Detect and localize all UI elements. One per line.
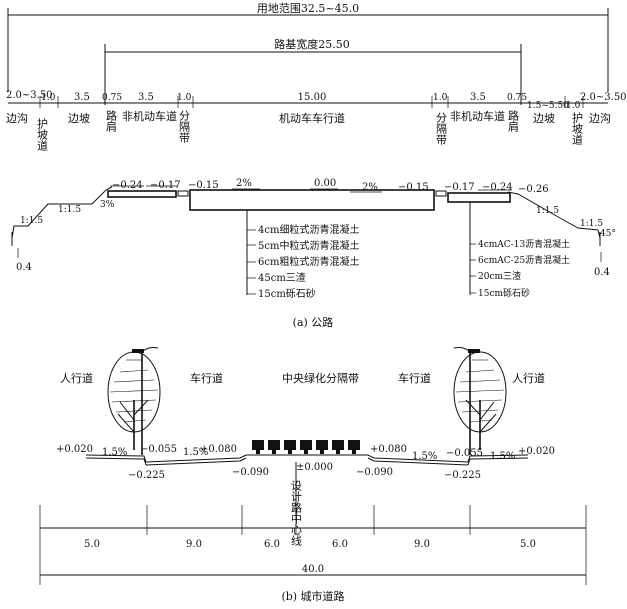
elev-8: −0.26 bbox=[518, 184, 549, 195]
label-divider-right: 分隔带 bbox=[435, 112, 448, 146]
slope-ratio-3: 1:1.5 bbox=[536, 206, 559, 216]
elev-7: −0.24 bbox=[482, 182, 513, 193]
u-elev-7: +0.080 bbox=[370, 444, 407, 455]
zone-sidewalk-left: 人行道 bbox=[60, 371, 93, 385]
pave-left-2: 5cm中粒式沥青混凝土 bbox=[258, 239, 359, 252]
width-berm-right: 1.0 bbox=[566, 101, 581, 111]
u-width-1: 5.0 bbox=[84, 539, 100, 550]
ditch-depth-right: 0.4 bbox=[594, 267, 610, 278]
u-elev-3: +0.080 bbox=[200, 444, 237, 455]
caption-urban: (b) 城市道路 bbox=[281, 589, 344, 603]
urban-profile bbox=[85, 454, 529, 463]
subgrade-width-label: 路基宽度25.50 bbox=[274, 37, 350, 51]
u-elev-6: ±0.000 bbox=[296, 462, 333, 473]
width-ditch-right: 2.0~3.50 bbox=[580, 92, 627, 103]
street-lamp-right bbox=[453, 347, 480, 455]
width-slope-right: 1.5~5.50 bbox=[527, 101, 569, 111]
width-divider-left: 1.0 bbox=[177, 93, 192, 103]
width-ditch-left: 2.0~3.50 bbox=[6, 90, 53, 101]
elev-3: −0.15 bbox=[188, 180, 219, 191]
zone-sidewalk-right: 人行道 bbox=[512, 371, 545, 385]
crossfall-left: 2% bbox=[236, 178, 252, 189]
slope-ratio-2: 1:1.5 bbox=[58, 205, 81, 215]
zone-carriage-left: 车行道 bbox=[190, 371, 223, 385]
label-motor: 机动车车行道 bbox=[279, 111, 345, 125]
street-lamp-left bbox=[132, 347, 159, 455]
ditch-depth-left: 0.4 bbox=[16, 262, 32, 273]
u-elev-2: −0.055 bbox=[140, 444, 177, 455]
width-slope-left: 3.5 bbox=[74, 92, 90, 103]
elev-4: 0.00 bbox=[314, 178, 336, 189]
zone-median: 中央绿化分隔带 bbox=[282, 371, 359, 385]
width-shoulder-right: 0.75 bbox=[507, 93, 527, 103]
highway-profile-left bbox=[11, 186, 113, 239]
u-elev-9: +0.020 bbox=[518, 446, 555, 457]
u-crossfall-4: 1.5% bbox=[490, 451, 515, 462]
label-slope-left: 边坡 bbox=[68, 112, 90, 125]
u-crossfall-2: 1.5% bbox=[183, 447, 208, 458]
median-shrubs bbox=[252, 440, 360, 454]
urban-section: 人行道 车行道 中央绿化分隔带 车行道 人行道 bbox=[39, 347, 587, 603]
u-width-2: 9.0 bbox=[186, 539, 202, 550]
pave-right-4: 15cm砾石砂 bbox=[478, 287, 530, 299]
u-width-4: 6.0 bbox=[332, 539, 348, 550]
tree-right-icon bbox=[453, 351, 507, 450]
angle-45: 45° bbox=[600, 229, 616, 239]
label-nonmotor-right: 非机动车道 bbox=[450, 109, 505, 123]
u-elev-10: −0.090 bbox=[356, 467, 393, 478]
pave-left-3: 6cm粗粒式沥青混凝土 bbox=[258, 255, 359, 268]
u-elev-1: +0.020 bbox=[56, 444, 93, 455]
elev-6: −0.17 bbox=[444, 182, 475, 193]
label-berm-right: 护坡道 bbox=[571, 111, 584, 145]
width-nonmotor-left: 3.5 bbox=[138, 92, 154, 103]
pave-right-3: 20cm三渣 bbox=[478, 270, 521, 282]
label-ditch-right: 边沟 bbox=[589, 112, 611, 125]
width-nonmotor-right: 3.5 bbox=[470, 92, 486, 103]
land-use-range-label: 用地范围32.5~45.0 bbox=[257, 1, 359, 15]
width-divider-right: 1.0 bbox=[433, 93, 448, 103]
pave-right-1: 4cmAC-13沥青混凝土 bbox=[478, 238, 570, 250]
width-shoulder-left: 0.75 bbox=[102, 93, 122, 103]
label-shoulder-left: 路肩 bbox=[105, 110, 118, 133]
highway-profile-right bbox=[507, 191, 601, 239]
elev-2: −0.17 bbox=[150, 180, 181, 191]
label-slope-right: 边坡 bbox=[533, 112, 555, 125]
u-elev-5: −0.090 bbox=[232, 467, 269, 478]
u-total: 40.0 bbox=[302, 564, 324, 575]
tree-left-icon bbox=[107, 351, 161, 450]
slope-ratio-4: 1:1.5 bbox=[580, 219, 603, 229]
slope-ratio-1: 1:1.5 bbox=[20, 216, 43, 226]
label-berm-left: 护坡道 bbox=[36, 117, 49, 151]
label-ditch-left: 边沟 bbox=[6, 112, 28, 125]
u-elev-8: −0.055 bbox=[446, 448, 483, 459]
u-width-5: 9.0 bbox=[414, 539, 430, 550]
label-shoulder-right: 路肩 bbox=[507, 110, 520, 133]
label-nonmotor-left: 非机动车道 bbox=[122, 109, 177, 123]
u-crossfall-3: 1.5% bbox=[412, 451, 437, 462]
elev-1: −0.24 bbox=[112, 180, 143, 191]
label-divider-left: 分隔带 bbox=[178, 110, 191, 144]
crossfall-3: 3% bbox=[100, 200, 115, 210]
width-berm-left: 1.0 bbox=[41, 93, 56, 103]
pave-left-4: 45cm三渣 bbox=[258, 271, 306, 284]
pave-left-1: 4cm细粒式沥青混凝土 bbox=[258, 223, 359, 236]
u-elev-4: −0.225 bbox=[128, 470, 165, 481]
zone-carriage-right: 车行道 bbox=[398, 371, 431, 385]
crossfall-right: 2% bbox=[362, 182, 378, 193]
u-crossfall-1: 1.5% bbox=[102, 447, 127, 458]
u-elev-11: −0.225 bbox=[444, 470, 481, 481]
highway-section: 用地范围32.5~45.0 路基宽度25.50 2.0~3.50 1.0 3.5… bbox=[6, 1, 627, 329]
pave-right-2: 6cmAC-25沥青混凝土 bbox=[478, 254, 570, 266]
width-motor: 15.00 bbox=[298, 92, 327, 103]
u-width-6: 5.0 bbox=[520, 539, 536, 550]
elev-5: −0.15 bbox=[398, 182, 429, 193]
pave-left-5: 15cm砾石砂 bbox=[258, 287, 316, 300]
caption-highway: (a) 公路 bbox=[293, 316, 334, 329]
u-width-3: 6.0 bbox=[264, 539, 280, 550]
